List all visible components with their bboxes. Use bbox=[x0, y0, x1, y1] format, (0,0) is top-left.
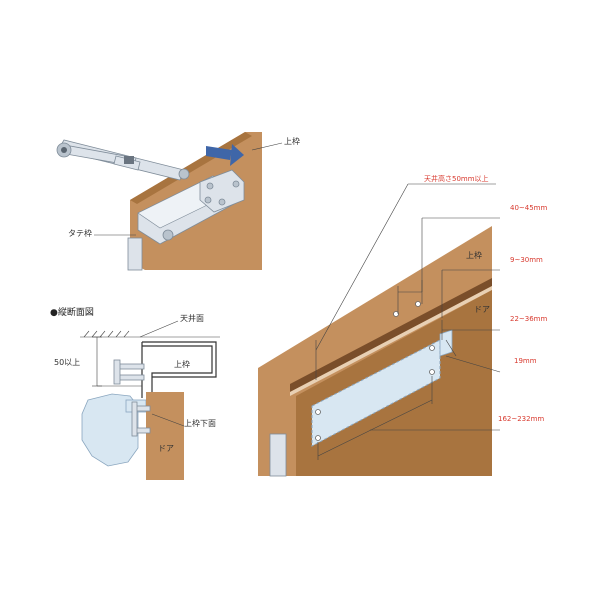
frame-hole bbox=[415, 301, 421, 307]
bracket-screw bbox=[206, 182, 214, 190]
hatch-mark bbox=[83, 330, 90, 338]
bracket-bolt-top bbox=[117, 363, 145, 370]
label-dim-19: 19mm bbox=[514, 357, 537, 365]
upper-frame-profile bbox=[142, 341, 217, 378]
dim-162-232-line bbox=[317, 399, 433, 457]
section-title: ●縦断面図 bbox=[50, 308, 94, 318]
elbow-joint bbox=[178, 168, 190, 180]
upper-frame-profile-inner bbox=[142, 345, 213, 398]
leader-frame-underside bbox=[151, 413, 185, 427]
label-upper-frame-mount: 上枠 bbox=[466, 251, 482, 260]
label-vertical-frame: タテ枠 bbox=[68, 229, 92, 238]
bracket-bolt-bottom bbox=[117, 374, 145, 381]
label-dim-22-36: 22~36mm bbox=[510, 315, 548, 323]
arm-spacer bbox=[124, 156, 134, 164]
top-view bbox=[56, 132, 283, 271]
section-view bbox=[80, 320, 220, 480]
leader-upper-frame bbox=[251, 142, 283, 151]
door-section bbox=[146, 392, 184, 480]
hatch-mark bbox=[99, 330, 106, 338]
label-dim-9-30: 9~30mm bbox=[510, 256, 543, 264]
label-upper-frame-top: 上枠 bbox=[284, 137, 300, 146]
plate-hole bbox=[429, 369, 435, 375]
label-ceiling: 天井面 bbox=[180, 314, 204, 323]
label-dim-162-232: 162~232mm bbox=[498, 415, 545, 423]
closer-section bbox=[81, 393, 139, 467]
vertical-frame bbox=[127, 237, 143, 271]
bracket-screw bbox=[232, 180, 240, 188]
label-dim-40-45: 40~45mm bbox=[510, 204, 548, 212]
mounting-plate bbox=[311, 339, 441, 447]
label-frame-underside: 上枠下面 bbox=[184, 419, 216, 428]
dim-ceiling-leader bbox=[315, 183, 409, 351]
leader-ceiling bbox=[139, 320, 179, 338]
plate-hole bbox=[315, 435, 321, 441]
label-ceiling-height: 天井高さ50mm以上 bbox=[424, 175, 489, 183]
hatch-mark bbox=[115, 330, 122, 338]
hatch-mark bbox=[123, 330, 130, 338]
top-bracket bbox=[439, 329, 453, 357]
arm-pivot-inner bbox=[61, 147, 67, 153]
bracket-screw bbox=[218, 198, 226, 206]
plate-hole bbox=[429, 345, 435, 351]
door-plate bbox=[131, 401, 138, 437]
rotation-arrow-head bbox=[230, 144, 244, 166]
upper-frame-strip bbox=[290, 278, 492, 392]
label-min-50: 50以上 bbox=[54, 358, 81, 367]
label-upper-frame-section: 上枠 bbox=[174, 360, 190, 369]
hatch-mark bbox=[107, 330, 114, 338]
frame-shadow bbox=[290, 286, 492, 396]
dim-19-leader bbox=[445, 355, 501, 373]
door-edge bbox=[269, 433, 287, 477]
bracket-plate bbox=[113, 359, 121, 385]
dim-19-ext bbox=[445, 339, 457, 357]
mount-view bbox=[258, 183, 501, 477]
hatch-mark bbox=[91, 330, 98, 338]
plate-hole bbox=[315, 409, 321, 415]
label-door-mount: ドア bbox=[474, 305, 490, 314]
adjust-knob bbox=[162, 229, 174, 241]
ceiling-hatch bbox=[83, 330, 130, 338]
bracket-screw bbox=[204, 196, 212, 204]
rotation-arrow bbox=[206, 146, 232, 160]
label-door-section: ドア bbox=[158, 444, 174, 453]
frame-hole bbox=[393, 311, 399, 317]
